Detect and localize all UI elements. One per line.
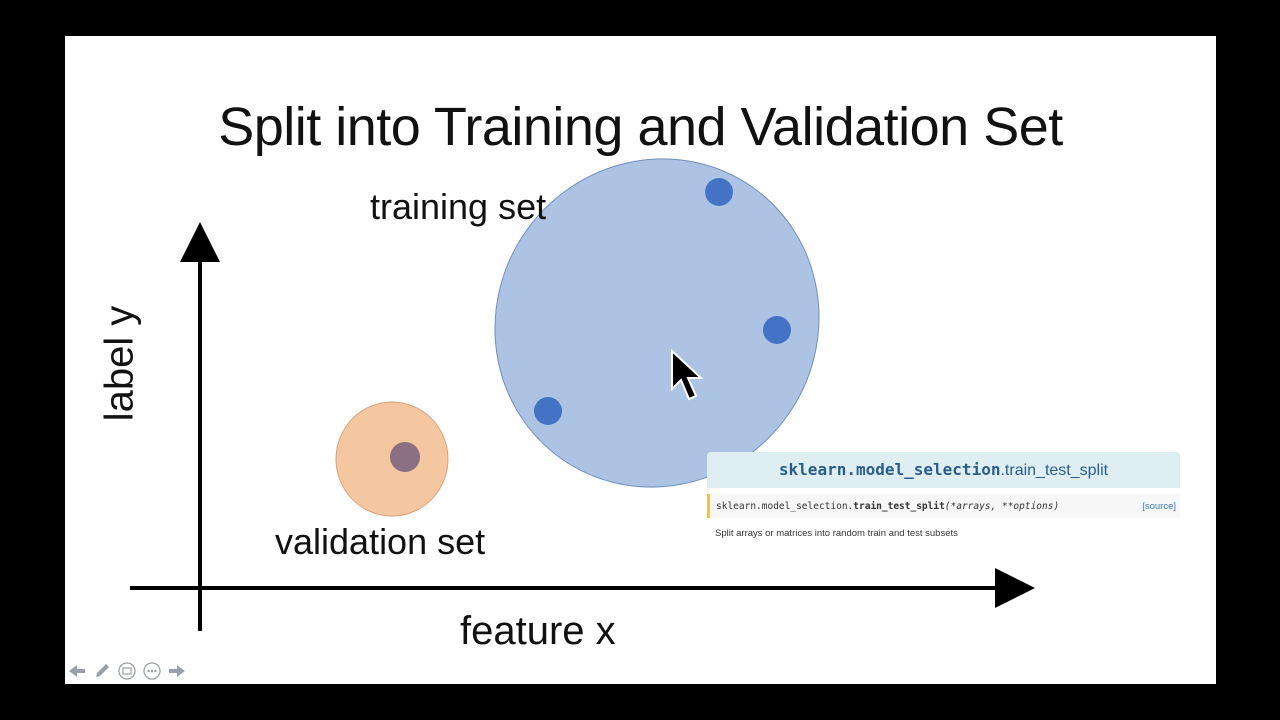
validation-set-label: validation set [275, 521, 486, 562]
arrow-right-icon[interactable] [166, 660, 188, 682]
slideshow-toolbar [66, 660, 188, 682]
source-link[interactable]: [source] [1142, 500, 1176, 512]
x-axis-label: feature x [460, 609, 616, 653]
doc-signature: sklearn.model_selection.train_test_split… [707, 494, 1180, 518]
doc-function-name: .train_test_split [1000, 462, 1109, 479]
training-set-ellipse [494, 158, 820, 488]
doc-module-name: sklearn.model_selection [778, 460, 1001, 479]
doc-description: Split arrays or matrices into random tra… [715, 528, 958, 539]
slides-icon[interactable] [116, 660, 138, 682]
training-point [534, 397, 562, 425]
slide-title: Split into Training and Validation Set [218, 97, 1063, 157]
more-icon[interactable] [141, 660, 163, 682]
arrow-left-icon[interactable] [66, 660, 88, 682]
split-diagram [130, 158, 1035, 631]
mouse-cursor-icon [670, 348, 710, 413]
slide: Split into Training and Validation Set t… [65, 36, 1216, 684]
validation-point [390, 442, 420, 472]
pen-icon[interactable] [91, 660, 113, 682]
doc-heading: sklearn.model_selection.train_test_split [707, 452, 1180, 488]
training-point [705, 178, 733, 206]
signature-function: train_test_split [853, 500, 945, 512]
signature-module: sklearn.model_selection. [716, 500, 854, 512]
signature-args: (*arrays, **options) [944, 500, 1060, 512]
training-set-label: training set [370, 186, 547, 227]
sklearn-doc-snippet: sklearn.model_selection.train_test_split… [707, 452, 1180, 552]
y-axis-label: label y [97, 305, 142, 422]
training-point [763, 316, 791, 344]
